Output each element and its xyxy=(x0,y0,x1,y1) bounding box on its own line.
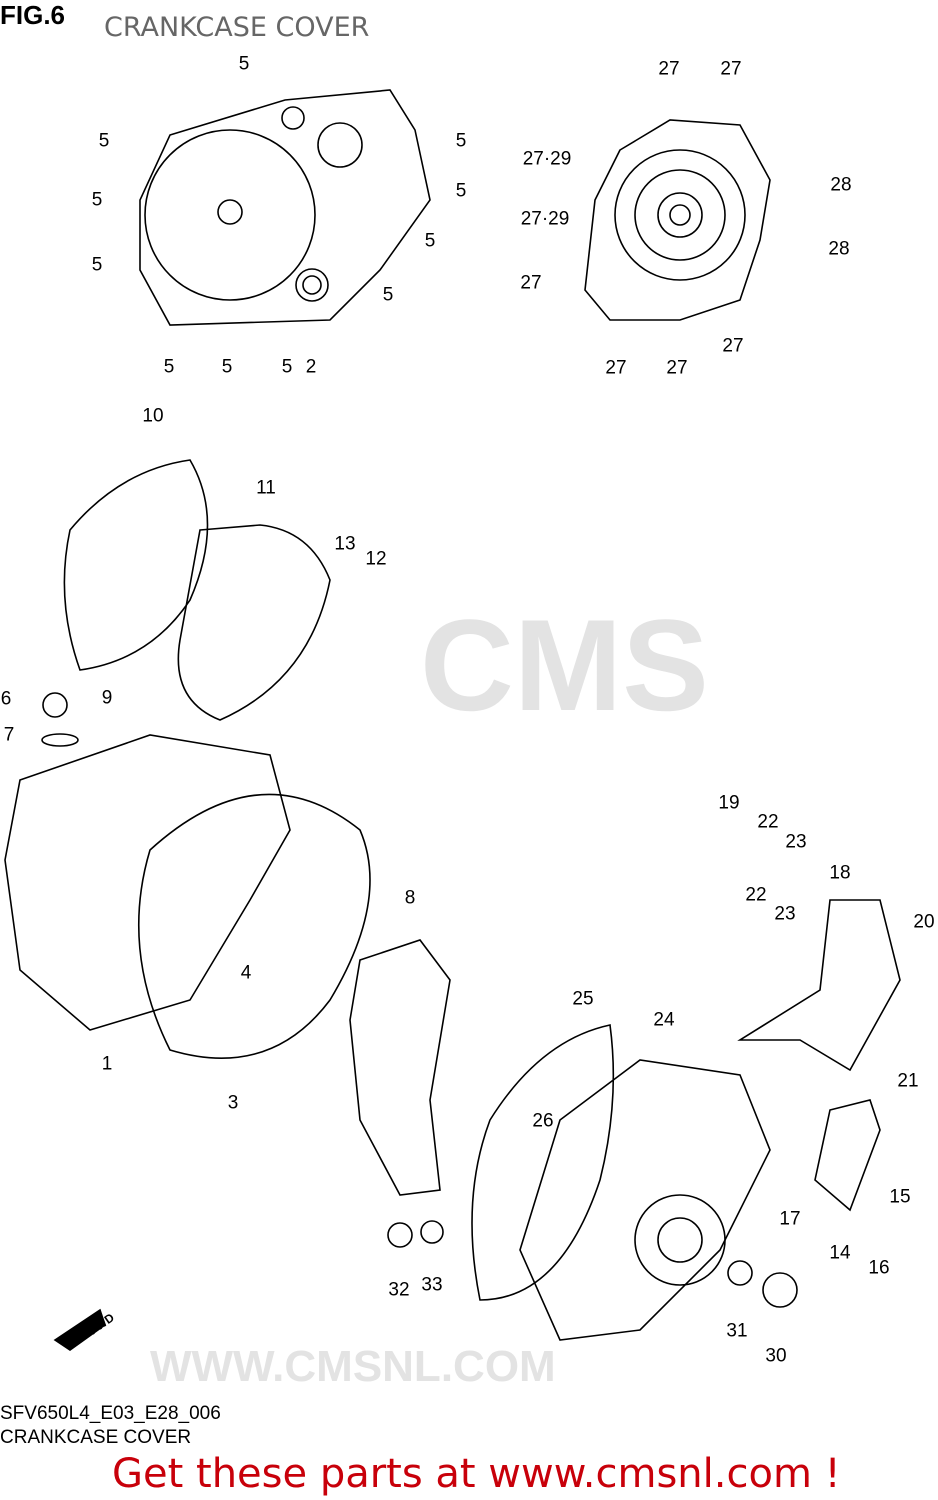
callout-label: 1 xyxy=(101,1053,113,1075)
callout-label: 30 xyxy=(765,1345,787,1367)
callout-label: 26 xyxy=(532,1110,554,1132)
diagram-code: SFV650L4_E03_E28_006 xyxy=(0,1403,221,1424)
callout-label: 19 xyxy=(718,792,740,814)
figure-number: FIG.6 xyxy=(0,0,66,30)
callout-label: 7 xyxy=(3,724,15,746)
callout-label: 24 xyxy=(653,1009,675,1031)
plate-10-drawing xyxy=(63,459,209,671)
callout-label: 5 xyxy=(455,180,467,202)
callout-label: 27 xyxy=(658,58,680,80)
callout-label: 23 xyxy=(774,903,796,925)
callout-label: 5 xyxy=(91,254,103,276)
generator-cover-drawing xyxy=(584,119,771,321)
callout-label: 5 xyxy=(163,356,175,378)
callout-label: 4 xyxy=(240,962,252,984)
callout-label: 21 xyxy=(897,1070,919,1092)
gasket-3-drawing xyxy=(138,793,371,1059)
callout-label: 5 xyxy=(98,130,110,152)
callout-label: 27 xyxy=(605,357,627,379)
promo-link[interactable]: Get these parts at www.cmsnl.com ! xyxy=(112,1451,841,1497)
callout-label: 31 xyxy=(726,1320,748,1342)
callout-label: 27·29 xyxy=(520,208,570,230)
callout-label: 9 xyxy=(101,687,113,709)
callout-label: 15 xyxy=(889,1186,911,1208)
callout-label: 32 xyxy=(388,1279,410,1301)
callout-label: 6 xyxy=(0,688,12,710)
callout-label: 5 xyxy=(382,284,394,306)
callout-label: 23 xyxy=(785,831,807,853)
callout-label: 13 xyxy=(334,533,356,555)
bracket-18-drawing xyxy=(737,899,901,1072)
callout-label: 14 xyxy=(829,1242,851,1264)
callout-label: 17 xyxy=(779,1208,801,1230)
callout-label: 5 xyxy=(455,130,467,152)
callout-label: 27 xyxy=(722,335,744,357)
callout-label: 22 xyxy=(745,884,767,906)
fwd-arrow-icon xyxy=(53,1308,106,1351)
crankcase-cover-drawing xyxy=(4,734,291,1031)
callout-label: 2 xyxy=(305,356,317,378)
callout-label: 33 xyxy=(421,1274,443,1296)
bracket-14-drawing xyxy=(814,1099,881,1212)
watermark-logo: CMS xyxy=(420,592,709,738)
callout-label: 27 xyxy=(666,357,688,379)
callout-label: 27 xyxy=(520,272,542,294)
callout-label: 5 xyxy=(91,189,103,211)
callout-label: 10 xyxy=(142,405,164,427)
plate-11-drawing xyxy=(177,524,331,721)
callout-label: 28 xyxy=(830,174,852,196)
callout-label: 5 xyxy=(424,230,436,252)
callout-label: 28 xyxy=(828,238,850,260)
callout-label: 5 xyxy=(221,356,233,378)
callout-label: 5 xyxy=(281,356,293,378)
callout-label: 11 xyxy=(256,477,276,499)
callout-label: 25 xyxy=(572,988,594,1010)
callout-label: 8 xyxy=(404,887,416,909)
diagram-name: CRANKCASE COVER xyxy=(0,1427,192,1448)
callout-label: 27·29 xyxy=(522,148,572,170)
watermark-url: WWW.CMSNL.COM xyxy=(150,1342,556,1391)
callout-label: 20 xyxy=(913,911,935,933)
callout-label: 27 xyxy=(720,58,742,80)
callout-label: 12 xyxy=(365,548,387,570)
callout-label: 22 xyxy=(757,811,779,833)
plate-8-drawing xyxy=(349,939,451,1196)
clutch-cover-drawing xyxy=(139,89,431,326)
generator-case-24-drawing xyxy=(519,1059,771,1341)
page-title: CRANKCASE COVER xyxy=(104,12,370,43)
gasket-25-drawing xyxy=(471,1024,615,1301)
callout-label: 18 xyxy=(829,862,851,884)
callout-label: 16 xyxy=(868,1257,890,1279)
callout-label: 3 xyxy=(227,1092,239,1114)
callout-label: 5 xyxy=(238,53,250,75)
